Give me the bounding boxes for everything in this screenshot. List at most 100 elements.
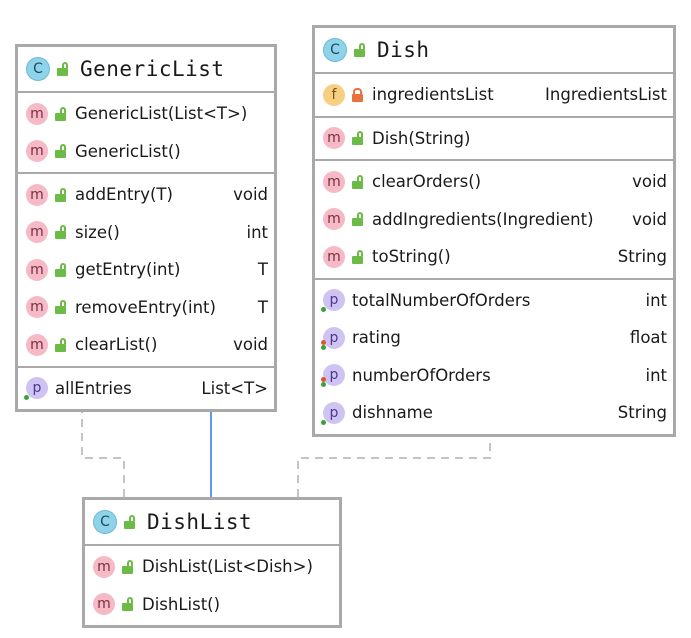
property-icon: p bbox=[321, 401, 345, 425]
constructors-section: m DishList(List<Dish>) m DishList() bbox=[85, 546, 339, 625]
member-type: float bbox=[629, 328, 667, 348]
method-icon: m bbox=[26, 258, 48, 281]
property-icon: p bbox=[321, 289, 345, 313]
member-type: T bbox=[257, 297, 268, 317]
fields-section: f ingredientsList IngredientsList bbox=[315, 74, 673, 118]
member-type: void bbox=[632, 209, 667, 229]
setter-dot-icon bbox=[321, 377, 326, 383]
getter-dot-icon bbox=[321, 344, 326, 350]
member-name: size() bbox=[75, 222, 120, 242]
constructor-row[interactable]: m GenericList() bbox=[18, 133, 274, 171]
public-visibility-icon bbox=[54, 300, 68, 315]
public-visibility-icon bbox=[121, 559, 135, 574]
member-name: numberOfOrders bbox=[352, 365, 491, 385]
member-name: GenericList(List<T>) bbox=[75, 104, 248, 124]
class-header: C DishList bbox=[85, 500, 339, 546]
getter-dot-icon bbox=[321, 419, 326, 425]
constructor-row[interactable]: m DishList() bbox=[85, 586, 339, 624]
class-genericlist[interactable]: C GenericList m GenericList(List<T>) m G… bbox=[15, 44, 277, 412]
public-visibility-icon bbox=[54, 337, 68, 352]
method-icon: m bbox=[93, 593, 115, 616]
methods-section: m clearOrders() void m addIngredients(In… bbox=[315, 161, 673, 280]
method-row[interactable]: m clearOrders() void bbox=[315, 163, 673, 201]
properties-section: p totalNumberOfOrders int p rating float… bbox=[315, 280, 673, 434]
constructors-section: m GenericList(List<T>) m GenericList() bbox=[18, 93, 274, 174]
method-icon: m bbox=[26, 333, 48, 356]
property-row[interactable]: p allEntries List<T> bbox=[18, 370, 274, 408]
property-row[interactable]: p rating float bbox=[315, 319, 673, 357]
member-name: rating bbox=[352, 328, 401, 348]
property-row[interactable]: p totalNumberOfOrders int bbox=[315, 282, 673, 320]
method-icon: m bbox=[323, 127, 345, 150]
constructor-row[interactable]: m Dish(String) bbox=[315, 120, 673, 158]
property-row[interactable]: p numberOfOrders int bbox=[315, 357, 673, 395]
member-type: IngredientsList bbox=[545, 85, 667, 105]
properties-section: p allEntries List<T> bbox=[18, 368, 274, 410]
class-header: C Dish bbox=[315, 28, 673, 74]
member-name: ingredientsList bbox=[372, 85, 494, 105]
member-type: int bbox=[246, 222, 268, 242]
class-kind-icon: C bbox=[323, 38, 347, 62]
member-type: int bbox=[645, 365, 667, 385]
property-icon: p bbox=[321, 364, 345, 388]
public-visibility-icon bbox=[351, 212, 365, 227]
member-name: removeEntry(int) bbox=[75, 297, 216, 317]
member-name: clearOrders() bbox=[372, 172, 482, 192]
public-visibility-icon bbox=[351, 249, 365, 264]
method-row[interactable]: m toString() String bbox=[315, 238, 673, 276]
public-visibility-icon bbox=[353, 43, 367, 57]
class-name: GenericList bbox=[80, 57, 225, 81]
member-name: DishList() bbox=[142, 594, 221, 614]
member-name: dishname bbox=[352, 403, 433, 423]
class-dish[interactable]: C Dish f ingredientsList IngredientsList… bbox=[312, 25, 676, 437]
method-row[interactable]: m addEntry(T) void bbox=[18, 176, 274, 214]
class-kind-icon: C bbox=[26, 57, 50, 81]
member-name: totalNumberOfOrders bbox=[352, 290, 531, 310]
property-icon: p bbox=[24, 377, 48, 401]
method-row[interactable]: m size() int bbox=[18, 214, 274, 252]
member-type: List<T> bbox=[201, 378, 268, 398]
class-header: C GenericList bbox=[18, 47, 274, 93]
class-kind-icon: C bbox=[93, 510, 117, 534]
method-row[interactable]: m addIngredients(Ingredient) void bbox=[315, 201, 673, 239]
member-name: DishList(List<Dish>) bbox=[142, 557, 313, 577]
member-name: clearList() bbox=[75, 335, 158, 355]
public-visibility-icon bbox=[123, 515, 137, 529]
member-name: allEntries bbox=[55, 378, 132, 398]
property-icon: p bbox=[321, 326, 345, 350]
setter-dot-icon bbox=[321, 339, 326, 345]
member-name: addIngredients(Ingredient) bbox=[372, 209, 594, 229]
class-name: DishList bbox=[147, 510, 253, 534]
class-dishlist[interactable]: C DishList m DishList(List<Dish>) m Dish… bbox=[82, 497, 342, 628]
member-name: Dish(String) bbox=[372, 128, 471, 148]
method-icon: m bbox=[323, 245, 345, 268]
constructor-row[interactable]: m GenericList(List<T>) bbox=[18, 95, 274, 133]
property-row[interactable]: p dishname String bbox=[315, 394, 673, 432]
method-row[interactable]: m removeEntry(int) T bbox=[18, 289, 274, 327]
method-icon: m bbox=[26, 296, 48, 319]
public-visibility-icon bbox=[54, 106, 68, 121]
member-type: T bbox=[257, 260, 268, 280]
method-row[interactable]: m getEntry(int) T bbox=[18, 251, 274, 289]
member-type: String bbox=[617, 403, 667, 423]
method-icon: m bbox=[26, 221, 48, 244]
method-row[interactable]: m clearList() void bbox=[18, 326, 274, 364]
member-type: String bbox=[617, 247, 667, 267]
public-visibility-icon bbox=[54, 262, 68, 277]
constructor-row[interactable]: m DishList(List<Dish>) bbox=[85, 548, 339, 586]
public-visibility-icon bbox=[121, 597, 135, 612]
field-row[interactable]: f ingredientsList IngredientsList bbox=[315, 76, 673, 114]
methods-section: m addEntry(T) void m size() int m getEnt… bbox=[18, 174, 274, 368]
public-visibility-icon bbox=[54, 225, 68, 240]
method-icon: m bbox=[26, 183, 48, 206]
member-name: toString() bbox=[372, 247, 451, 267]
class-name: Dish bbox=[377, 38, 430, 62]
member-name: addEntry(T) bbox=[75, 185, 173, 205]
public-visibility-icon bbox=[56, 62, 70, 76]
public-visibility-icon bbox=[54, 187, 68, 202]
constructors-section: m Dish(String) bbox=[315, 118, 673, 161]
method-icon: m bbox=[93, 555, 115, 578]
member-type: void bbox=[632, 172, 667, 192]
member-type: int bbox=[645, 290, 667, 310]
field-icon: f bbox=[323, 83, 345, 106]
